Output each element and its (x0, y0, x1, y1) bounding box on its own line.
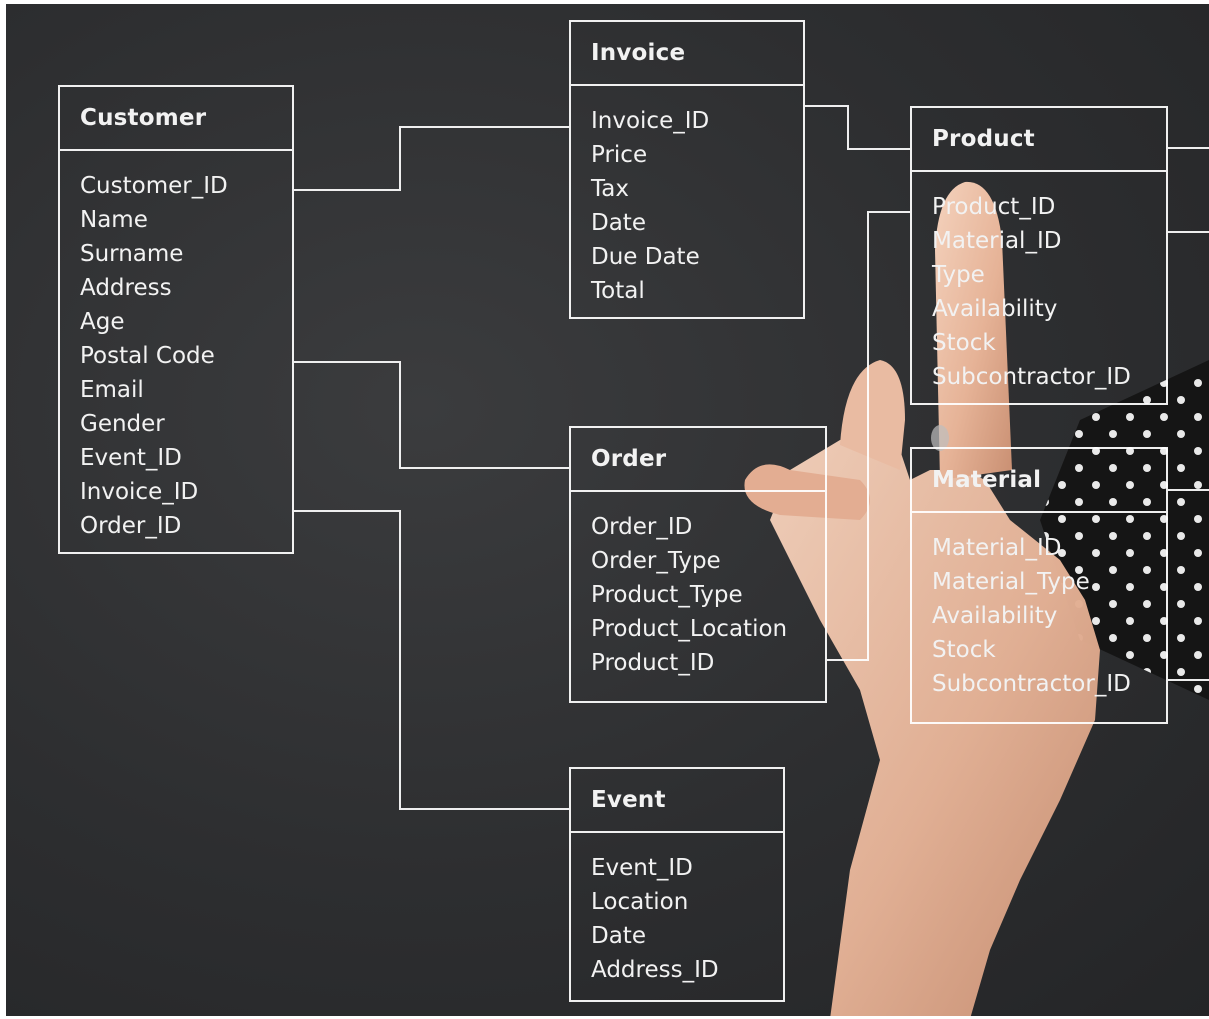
field: Stock (932, 330, 996, 356)
field: Product_ID (932, 194, 1056, 220)
link-invoice-product (805, 105, 910, 150)
field: Material_Type (932, 569, 1090, 595)
field: Invoice_ID (591, 108, 710, 134)
entity-material: Material Material_ID Material_Type Avail… (910, 447, 1168, 724)
field: Stock (932, 637, 996, 663)
entity-title: Customer (60, 87, 292, 151)
link-customer-invoice (294, 126, 569, 191)
field: Location (591, 889, 689, 915)
entity-order: Order Order_ID Order_Type Product_Type P… (569, 426, 827, 703)
field: Gender (80, 411, 165, 437)
field-list: Order_ID Order_Type Product_Type Product… (571, 492, 825, 680)
field-list: Event_ID Location Date Address_ID (571, 833, 783, 987)
field: Product_Location (591, 616, 788, 642)
field: Type (932, 262, 985, 288)
field: Material_ID (932, 535, 1062, 561)
entity-invoice: Invoice Invoice_ID Price Tax Date Due Da… (569, 20, 805, 319)
white-border-left (0, 0, 6, 1019)
entity-product: Product Product_ID Material_ID Type Avai… (910, 106, 1168, 405)
white-border-top (0, 0, 1209, 4)
field: Address (80, 275, 172, 301)
field: Date (591, 923, 646, 949)
entity-customer: Customer Customer_ID Name Surname Addres… (58, 85, 294, 554)
entity-title: Material (912, 449, 1166, 513)
field: Price (591, 142, 648, 168)
field: Customer_ID (80, 173, 228, 199)
link-customer-order (294, 361, 569, 469)
field: Availability (932, 296, 1058, 322)
field: Date (591, 210, 646, 236)
field: Event_ID (80, 445, 182, 471)
field: Total (591, 278, 645, 304)
field-list: Invoice_ID Price Tax Date Due Date Total (571, 86, 803, 308)
link-customer-event (294, 510, 569, 810)
field-list: Product_ID Material_ID Type Availability… (912, 172, 1166, 394)
entity-event: Event Event_ID Location Date Address_ID (569, 767, 785, 1002)
field: Subcontractor_ID (932, 364, 1131, 390)
field: Availability (932, 603, 1058, 629)
field: Subcontractor_ID (932, 671, 1131, 697)
field: Email (80, 377, 144, 403)
field: Name (80, 207, 148, 233)
field: Product_Type (591, 582, 743, 608)
entity-title: Invoice (571, 22, 803, 86)
field: Order_Type (591, 548, 721, 574)
entity-title: Order (571, 428, 825, 492)
field: Surname (80, 241, 184, 267)
field: Order_ID (591, 514, 693, 540)
white-border-bottom (0, 1016, 1209, 1019)
link-order-product (827, 211, 910, 661)
field: Tax (591, 176, 629, 202)
field: Product_ID (591, 650, 715, 676)
entity-title: Product (912, 108, 1166, 172)
field: Due Date (591, 244, 700, 270)
field: Event_ID (591, 855, 693, 881)
field: Material_ID (932, 228, 1062, 254)
field: Postal Code (80, 343, 215, 369)
field-list: Customer_ID Name Surname Address Age Pos… (60, 151, 292, 543)
field: Age (80, 309, 125, 335)
entity-title: Event (571, 769, 783, 833)
field: Address_ID (591, 957, 719, 983)
field: Order_ID (80, 513, 182, 539)
field: Invoice_ID (80, 479, 199, 505)
field-list: Material_ID Material_Type Availability S… (912, 513, 1166, 701)
